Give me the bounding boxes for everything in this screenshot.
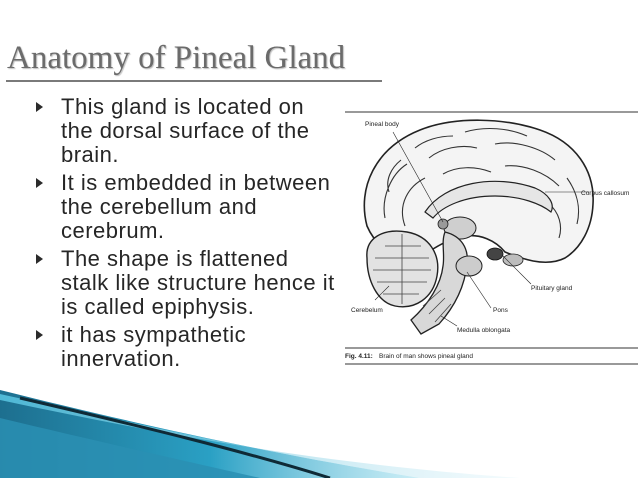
leader-medulla	[440, 315, 458, 327]
optic-area-shape	[502, 253, 524, 267]
bullet-arrow-icon	[36, 102, 43, 112]
gyri-lines	[383, 128, 580, 239]
bullet-item: it has sympathetic innervation.	[36, 323, 336, 371]
bullet-text: It is embedded in between the cerebellum…	[61, 170, 331, 243]
label-pons: Pons	[493, 307, 509, 314]
label-pituitary-gland: Pituitary gland	[531, 285, 573, 292]
label-medulla: Medulla oblongata	[457, 327, 511, 334]
swoosh-lower-band	[0, 418, 260, 478]
cerebellum-folia	[373, 234, 431, 304]
pituitary-shape	[486, 247, 504, 261]
figure-caption-number: Fig. 4.11:	[345, 353, 373, 360]
title-underline	[6, 80, 382, 82]
pons-shape	[455, 255, 483, 277]
brain-diagram: Pineal body Corpus callosum Pituitary gl…	[345, 111, 638, 365]
bullet-item: It is embedded in between the cerebellum…	[36, 171, 336, 243]
bullet-text: The shape is flattened stalk like struct…	[61, 246, 335, 319]
brain-figure: Pineal body Corpus callosum Pituitary gl…	[345, 108, 638, 370]
bullet-list: This gland is located on the dorsal surf…	[36, 95, 336, 375]
bullet-item: This gland is located on the dorsal surf…	[36, 95, 336, 167]
swoosh-dark-stroke	[19, 396, 331, 478]
bullet-text: it has sympathetic innervation.	[61, 322, 247, 371]
brainstem-shape	[410, 231, 468, 335]
label-corpus-callosum: Corpus callosum	[581, 190, 629, 197]
leader-pituitary	[502, 255, 532, 285]
corpus-callosum	[424, 180, 553, 219]
decorative-swoosh	[0, 390, 638, 478]
bullet-arrow-icon	[36, 330, 43, 340]
label-pineal-body: Pineal body	[365, 121, 400, 128]
slide-title: Anatomy of Pineal Gland	[7, 40, 346, 76]
leader-cerebellum	[374, 285, 390, 301]
swoosh-graphic	[0, 390, 520, 478]
bullet-arrow-icon	[36, 178, 43, 188]
leader-pons	[466, 271, 492, 309]
leader-pineal	[392, 131, 444, 223]
figure-caption-text: Brain of man shows pineal gland	[379, 353, 473, 360]
pineal-body-shape	[437, 218, 449, 230]
medulla-lines	[422, 289, 452, 323]
bullet-item: The shape is flattened stalk like struct…	[36, 247, 336, 319]
label-cerebellum: Cerebelum	[351, 307, 383, 314]
bullet-text: This gland is located on the dorsal surf…	[61, 94, 310, 167]
bullet-arrow-icon	[36, 254, 43, 264]
